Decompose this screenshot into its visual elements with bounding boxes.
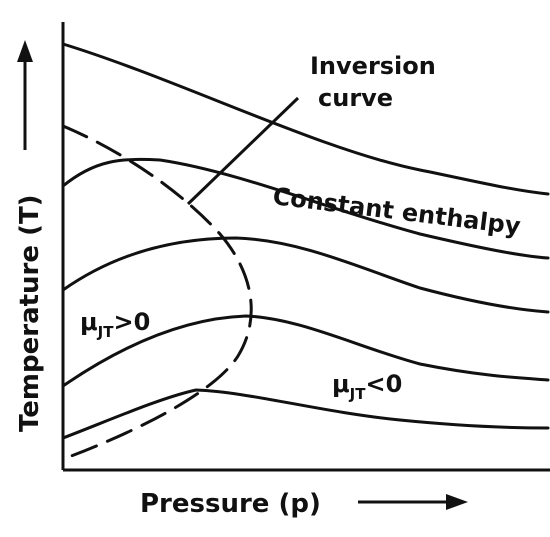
isenthalp-curve-3 xyxy=(61,236,550,314)
inversion-label-line2: curve xyxy=(318,84,393,112)
y-axis-title: Temperature (T) xyxy=(15,194,45,432)
inversion-label-line1: Inversion xyxy=(310,52,436,80)
isenthalp-curve-4 xyxy=(61,314,550,388)
inversion-curve-pointer xyxy=(186,96,300,206)
inversion-curve xyxy=(61,124,253,460)
x-axis-title: Pressure (p) xyxy=(140,489,321,519)
mu-jt-positive-label: μJT>0 xyxy=(80,308,150,341)
x-axis-arrowhead xyxy=(446,494,468,510)
svg-text:μJT<0: μJT<0 xyxy=(332,370,402,403)
isenthalp-curve-1 xyxy=(61,42,550,196)
mu-jt-negative-label: μJT<0 xyxy=(332,370,402,403)
isenthalp-curve-2 xyxy=(61,157,550,260)
constant-enthalpy-label: Constant enthalpy xyxy=(271,182,522,240)
y-axis-arrowhead xyxy=(17,40,33,62)
svg-text:μJT>0: μJT>0 xyxy=(80,308,150,341)
isenthalp-curve-5 xyxy=(61,388,550,440)
